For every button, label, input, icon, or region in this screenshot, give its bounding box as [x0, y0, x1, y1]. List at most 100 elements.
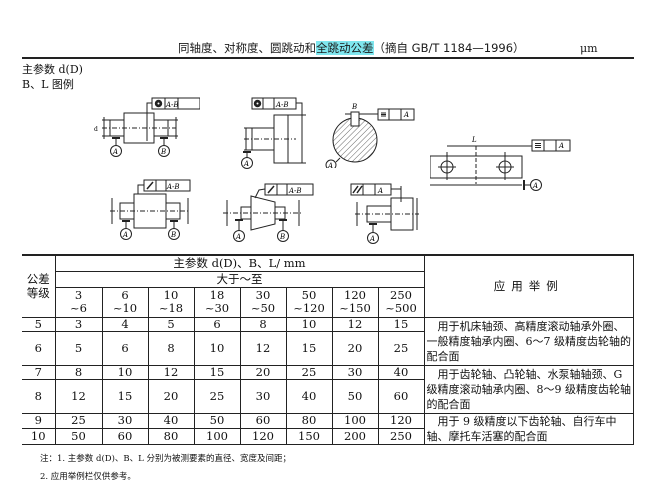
- figure-coaxiality-shaft: A-B A B d: [94, 97, 200, 157]
- table-cell: 60: [101, 428, 149, 445]
- svg-text:B: B: [170, 231, 176, 239]
- figure-coaxiality-stepped: A-B A: [241, 97, 306, 169]
- svg-text:A: A: [369, 235, 375, 243]
- svg-text:B: B: [351, 103, 357, 111]
- table-cell: 10: [101, 364, 149, 380]
- table-cell: 25: [193, 378, 241, 414]
- table-cell: 8: [22, 378, 56, 414]
- table-cell: 12: [54, 378, 103, 414]
- table-cell: 40: [147, 412, 195, 429]
- table-cell: 60: [377, 378, 425, 414]
- table-cell: 25: [285, 364, 333, 380]
- col-header: 30~50: [239, 286, 287, 318]
- table-cell: 30: [101, 412, 149, 429]
- svg-text:A-B: A-B: [288, 187, 302, 195]
- svg-text:A: A: [403, 111, 409, 119]
- figure-symmetry-keyway: B A A: [325, 103, 415, 168]
- svg-text:A: A: [377, 187, 383, 195]
- svg-text:L: L: [471, 136, 477, 144]
- figure-circular-runout: A-B A B: [110, 179, 191, 240]
- grade-header: 公差等级: [22, 254, 56, 318]
- param-header: 主参数 d(D)、B、L/ mm: [54, 254, 425, 272]
- table-cell: 50: [54, 428, 103, 445]
- col-header: 250~500: [377, 286, 425, 318]
- table-cell: 25: [54, 412, 103, 429]
- svg-text:d: d: [94, 126, 98, 133]
- table-cell: 7: [22, 364, 56, 380]
- table-cell: 5: [54, 330, 103, 366]
- table-cell: 15: [101, 378, 149, 414]
- figure-total-runout: A A: [350, 183, 419, 244]
- table-cell: 40: [377, 364, 425, 380]
- legend-bl-example: B、L 图例: [22, 78, 74, 91]
- col-header: 50~120: [285, 286, 333, 318]
- highlighted-text: 全跳动公差: [316, 41, 374, 55]
- table-cell: 40: [285, 378, 333, 414]
- svg-text:A: A: [122, 231, 128, 239]
- application-cell: 用于齿轮轴、凸轮轴、水泵轴轴颈、G 级精度滚动轴承内圈、8～9 级精度齿轮轴的配…: [423, 364, 634, 414]
- svg-text:A-B: A-B: [275, 101, 289, 109]
- table-cell: 12: [331, 316, 379, 332]
- svg-text:A: A: [235, 233, 241, 241]
- application-cell: 用于机床轴颈、高精度滚动轴承外圈、一般精度轴承内圈、6～7 级精度齿轮轴的配合面: [423, 316, 634, 366]
- table-cell: 6: [22, 330, 56, 366]
- application-header: 应用举例: [423, 254, 634, 318]
- table-cell: 15: [285, 330, 333, 366]
- table-cell: 12: [147, 364, 195, 380]
- table-cell: 10: [285, 316, 333, 332]
- table-cell: 150: [285, 428, 333, 445]
- table-cell: 8: [147, 330, 195, 366]
- svg-text:A: A: [327, 162, 333, 168]
- table-cell: 100: [193, 428, 241, 445]
- table-cell: 8: [54, 364, 103, 380]
- table-cell: 12: [239, 330, 287, 366]
- table-cell: 10: [193, 330, 241, 366]
- table-cell: 20: [239, 364, 287, 380]
- table-cell: 100: [331, 412, 379, 429]
- note-2: 2. 应用举例栏仅供参考。: [40, 472, 136, 482]
- table-cell: 60: [239, 412, 287, 429]
- title-text: 同轴度、对称度、圆跳动和全跳动公差（摘自 GB/T 1184—1996）: [178, 41, 525, 55]
- table-cell: 20: [331, 330, 379, 366]
- note-1: 注：1. 主参数 d(D)、B、L 分别为被测要素的直径、宽度及间距；: [40, 454, 291, 464]
- col-header: 6~10: [101, 286, 149, 318]
- table-cell: 4: [101, 316, 149, 332]
- table-cell: 5: [147, 316, 195, 332]
- table-cell: 15: [193, 364, 241, 380]
- svg-text:B: B: [279, 233, 285, 241]
- col-header: 3~6: [54, 286, 103, 318]
- application-cell: 用于 9 级精度以下齿轮轴、自行车中轴、摩托车活塞的配合面: [423, 412, 634, 445]
- svg-text:A: A: [243, 160, 249, 168]
- table-cell: 20: [147, 378, 195, 414]
- tolerance-table: 公差等级 主参数 d(D)、B、L/ mm 应用举例 大于～至 3~6 6~10…: [22, 254, 634, 445]
- table-title: 同轴度、对称度、圆跳动和全跳动公差（摘自 GB/T 1184—1996） μm: [0, 40, 658, 56]
- svg-text:A: A: [532, 182, 538, 190]
- col-header: 18~30: [193, 286, 241, 318]
- legend-main-param: 主参数 d(D): [22, 63, 83, 76]
- table-cell: 25: [377, 330, 425, 366]
- col-header: 120~150: [331, 286, 379, 318]
- table-cell: 50: [193, 412, 241, 429]
- table-cell: 30: [239, 378, 287, 414]
- table-cell: 50: [331, 378, 379, 414]
- svg-text:A: A: [558, 142, 564, 150]
- table-cell: 120: [239, 428, 287, 445]
- figure-cone-runout: A-B A B: [223, 183, 314, 242]
- top-rule: [22, 57, 634, 59]
- svg-text:A-B: A-B: [165, 101, 179, 109]
- table-cell: 120: [377, 412, 425, 429]
- table-cell: 8: [239, 316, 287, 332]
- table-cell: 10: [22, 428, 56, 445]
- table-cell: 6: [101, 330, 149, 366]
- figure-symmetry-plate: L A A: [430, 136, 571, 191]
- table-cell: 15: [377, 316, 425, 332]
- svg-text:B: B: [160, 148, 166, 156]
- unit-label: μm: [580, 42, 598, 55]
- table-cell: 6: [193, 316, 241, 332]
- range-header: 大于～至: [54, 270, 425, 288]
- col-header: 10~18: [147, 286, 195, 318]
